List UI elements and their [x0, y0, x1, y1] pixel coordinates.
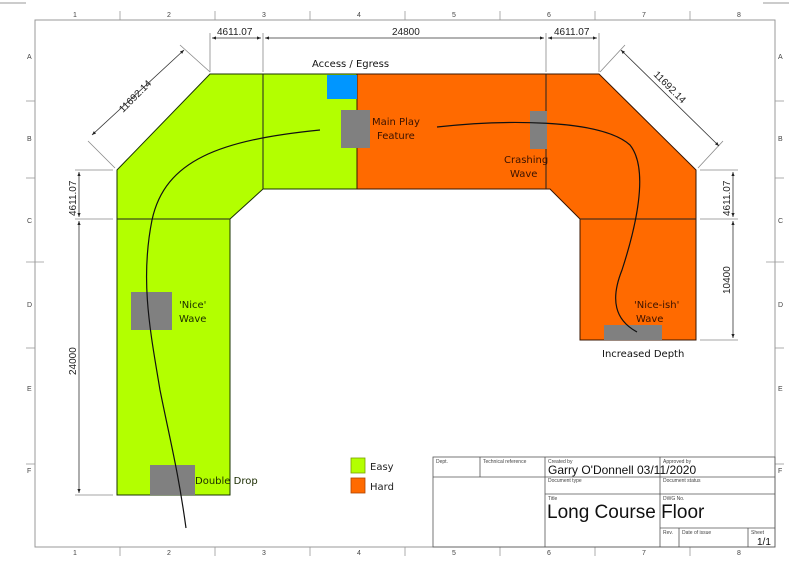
svg-text:5: 5: [452, 12, 456, 19]
nice-wave-label-2: Wave: [179, 314, 206, 325]
sheet-label: Sheet: [751, 530, 765, 536]
dimensions: [75, 33, 738, 496]
increased-depth-block: [604, 325, 662, 340]
svg-text:A: A: [778, 54, 783, 61]
row-labels: A B C D E F A B C D E F: [27, 54, 783, 475]
svg-text:A: A: [27, 54, 32, 61]
legend-label-easy: Easy: [370, 462, 394, 473]
crashing-wave-label-1: Crashing: [504, 155, 548, 166]
svg-text:B: B: [27, 136, 32, 143]
approved-by-label: Approved by: [663, 459, 692, 465]
svg-text:3: 3: [262, 550, 266, 557]
svg-text:6: 6: [547, 550, 551, 557]
dim-left-leg: 24000: [68, 347, 79, 375]
dim-right-leg: 10400: [722, 266, 733, 294]
legend-swatch-hard: [350, 477, 366, 494]
access-egress-block: [327, 75, 357, 99]
svg-text:2: 2: [167, 550, 171, 557]
svg-text:F: F: [27, 468, 31, 475]
svg-text:6: 6: [547, 12, 551, 19]
created-by-value: Garry O'Donnell 03/11/2020: [548, 463, 696, 477]
svg-text:4: 4: [357, 550, 361, 557]
svg-text:E: E: [778, 386, 783, 393]
niceish-wave-label-2: Wave: [636, 314, 663, 325]
nice-wave-block: [131, 292, 172, 330]
rev-label: Rev.: [663, 530, 673, 536]
column-labels: 1 2 3 4 5 6 7 8 1 2 3 4 5 6 7 8: [73, 12, 741, 557]
double-drop-block: [150, 465, 195, 495]
dim-left-chamfer-height: 4611.07: [68, 180, 79, 216]
main-play-label-1: Main Play: [372, 117, 420, 128]
title-block: [432, 456, 776, 548]
svg-text:8: 8: [737, 550, 741, 557]
svg-text:D: D: [778, 302, 783, 309]
main-play-feature-block: [341, 110, 370, 148]
dim-top-right: 4611.07: [554, 27, 590, 38]
dim-right-diagonal: 11692.14: [651, 69, 688, 106]
svg-text:2: 2: [167, 12, 171, 19]
svg-text:E: E: [27, 386, 32, 393]
drawing-frame: [26, 11, 784, 556]
document-status-label: Document status: [663, 478, 701, 484]
dim-top-center: 24800: [392, 27, 420, 38]
double-drop-label: Double Drop: [195, 476, 258, 487]
legend-swatch-easy: [350, 457, 366, 474]
dept-label: Dept.: [436, 459, 448, 465]
increased-depth-label: Increased Depth: [602, 349, 684, 360]
svg-text:1: 1: [73, 550, 77, 557]
legend-label-hard: Hard: [370, 482, 394, 493]
dimension-lines: [77, 36, 735, 493]
crashing-wave-label-2: Wave: [510, 169, 537, 180]
dim-left-diagonal: 11692.14: [117, 78, 154, 115]
svg-text:3: 3: [262, 12, 266, 19]
svg-text:B: B: [778, 136, 783, 143]
svg-text:C: C: [27, 218, 32, 225]
crashing-wave-block: [530, 111, 547, 149]
access-egress-label: Access / Egress: [312, 59, 389, 70]
legend: Easy Hard: [350, 457, 394, 494]
easy-zone: [116, 73, 358, 496]
dwg-no-label: DWG No.: [663, 496, 684, 502]
svg-text:4: 4: [357, 12, 361, 19]
svg-text:7: 7: [642, 550, 646, 557]
flow-line-left: [145, 129, 321, 529]
svg-text:C: C: [778, 218, 783, 225]
technical-reference-label: Technical reference: [483, 459, 527, 465]
document-type-label: Document type: [548, 478, 582, 484]
svg-text:5: 5: [452, 550, 456, 557]
created-by-label: Created by: [548, 459, 573, 465]
svg-text:7: 7: [642, 12, 646, 19]
dim-top-left: 4611.07: [217, 27, 253, 38]
svg-text:D: D: [27, 302, 32, 309]
main-play-label-2: Feature: [377, 131, 415, 142]
title-label: Title: [548, 496, 557, 502]
svg-text:8: 8: [737, 12, 741, 19]
sheet-value: 1/1: [757, 537, 771, 548]
niceish-wave-label-1: 'Nice-ish': [634, 300, 679, 311]
date-of-issue-label: Date of issue: [682, 530, 711, 536]
nice-wave-label-1: 'Nice': [179, 300, 206, 311]
svg-text:F: F: [778, 468, 782, 475]
flow-line-right: [436, 121, 641, 333]
svg-text:1: 1: [73, 12, 77, 19]
drawing-title: Long Course Floor: [547, 502, 705, 523]
dim-right-chamfer-height: 4611.07: [722, 180, 733, 216]
